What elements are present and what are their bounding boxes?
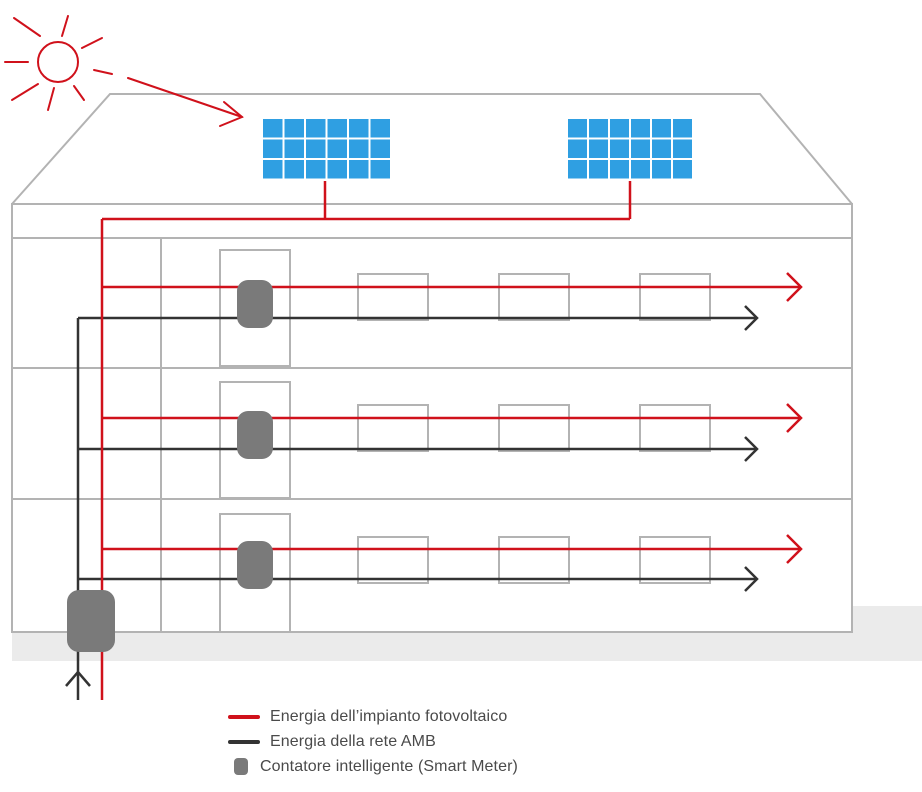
roof [11, 93, 853, 205]
legend-label-pv: Energia dell’impianto fotovoltaico [270, 707, 508, 725]
solar-cell [263, 160, 283, 179]
legend-item-pv: Energia dell’impianto fotovoltaico [228, 704, 518, 729]
solar-cell [327, 139, 347, 158]
solar-cell [631, 139, 650, 158]
solar-cell [673, 139, 692, 158]
solar-cell [284, 139, 304, 158]
solar-cell [349, 119, 369, 138]
solar-cell [263, 119, 283, 138]
legend-item-meter: Contatore intelligente (Smart Meter) [228, 754, 518, 779]
legend-item-grid: Energia della rete AMB [228, 729, 518, 754]
solar-cell [370, 160, 390, 179]
solar-cell [284, 160, 304, 179]
solar-cell [263, 139, 283, 158]
solar-cell [589, 139, 608, 158]
solar-cell [589, 160, 608, 179]
solar-cell [370, 139, 390, 158]
solar-cell [327, 119, 347, 138]
solar-cell [306, 160, 326, 179]
smart-meter-swatch [234, 758, 248, 775]
smart-meter-icon [237, 541, 273, 589]
solar-panel-icon [261, 117, 391, 181]
solar-cell [673, 160, 692, 179]
solar-cell [306, 139, 326, 158]
main-smart-meter-icon [67, 590, 115, 652]
solar-cell [306, 119, 326, 138]
solar-cell [284, 119, 304, 138]
solar-cell [349, 160, 369, 179]
solar-cell [568, 119, 587, 138]
solar-cell [673, 119, 692, 138]
solar-cell [652, 119, 671, 138]
legend-label-meter: Contatore intelligente (Smart Meter) [260, 757, 518, 775]
energy-flow-diagram [4, 15, 922, 700]
legend-label-grid: Energia della rete AMB [270, 732, 436, 750]
pv-energy-lines [100, 181, 803, 700]
solar-cell [568, 139, 587, 158]
grid-energy-lines [65, 305, 759, 700]
building [11, 93, 853, 633]
solar-cell [652, 160, 671, 179]
solar-cell [631, 160, 650, 179]
solar-cell [568, 160, 587, 179]
solar-cell [349, 139, 369, 158]
grid-line-swatch [228, 739, 260, 744]
sun-icon [4, 15, 244, 127]
solar-cell [610, 119, 629, 138]
smart-meter-icon [237, 280, 273, 328]
solar-cell [610, 139, 629, 158]
solar-cell [610, 160, 629, 179]
solar-panel-icon [566, 117, 693, 181]
solar-cell [652, 139, 671, 158]
solar-cell [631, 119, 650, 138]
solar-cell [589, 119, 608, 138]
solar-cell [327, 160, 347, 179]
smart-meter-icon [237, 411, 273, 459]
legend: Energia dell’impianto fotovoltaico Energ… [228, 704, 518, 779]
solar-cell [370, 119, 390, 138]
pv-line-swatch [228, 714, 260, 719]
